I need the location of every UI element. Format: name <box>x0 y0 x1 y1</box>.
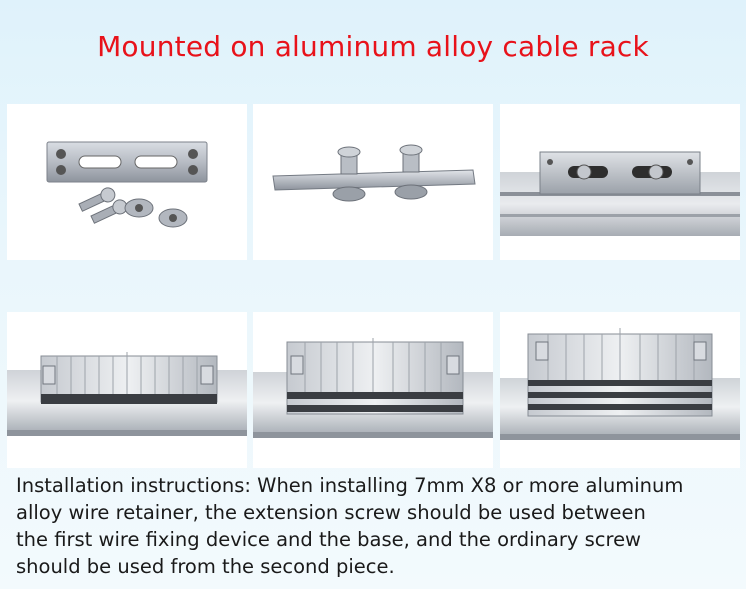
photo-retainer-one-layer <box>7 312 247 468</box>
photo-retainer-three-layer <box>500 312 740 468</box>
page-title: Mounted on aluminum alloy cable rack <box>97 30 649 63</box>
photo-plate-on-rail <box>500 104 740 260</box>
photo-retainer-two-layer <box>253 312 493 468</box>
instructions-line: Installation instructions: When installi… <box>16 474 684 497</box>
instructions-line: should be used from the second piece. <box>16 555 395 578</box>
installation-instructions: Installation instructions: When installi… <box>16 472 736 580</box>
instructions-line: alloy wire retainer, the extension screw… <box>16 501 646 524</box>
instructions-line: the first wire fixing device and the bas… <box>16 528 642 551</box>
photo-plate-side-view <box>253 104 493 260</box>
photo-plate-with-hardware <box>7 104 247 260</box>
